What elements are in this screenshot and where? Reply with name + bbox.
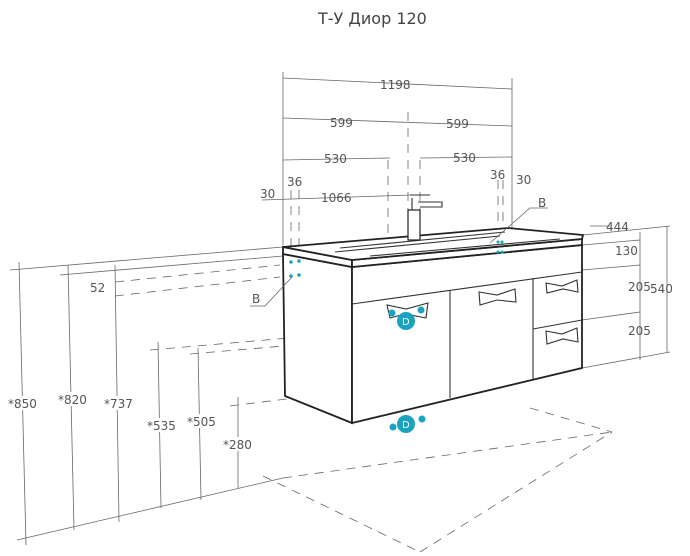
handle-bottom-drawer xyxy=(545,327,579,345)
handle-left-door xyxy=(386,302,429,319)
dim-505: *505 xyxy=(187,415,216,429)
drawing-title: Т-У Диор 120 xyxy=(317,9,427,28)
dim-drawer-upper: 205 xyxy=(628,280,651,294)
dim-body-height: 540 xyxy=(650,282,673,296)
right-dimensions xyxy=(590,225,668,360)
dim-offset-left: 36 xyxy=(287,175,302,189)
dim-half-right: 599 xyxy=(446,117,469,131)
dim-inner-left: 530 xyxy=(324,152,347,166)
handle-top-drawer xyxy=(545,279,579,294)
dim-basin-width: 1066 xyxy=(321,191,352,205)
marker-b-right: B xyxy=(538,196,546,210)
marker-b-left: B xyxy=(252,292,260,306)
handle-center-door xyxy=(478,288,517,306)
dim-depth: 444 xyxy=(606,220,629,234)
dim-offset-right: 36 xyxy=(490,168,505,182)
dim-drawer-lower: 205 xyxy=(628,324,651,338)
svg-text:D: D xyxy=(402,420,410,431)
dim-edge-left: 30 xyxy=(260,187,275,201)
dim-top-height: 130 xyxy=(615,244,638,258)
dim-half-left: 599 xyxy=(330,116,353,130)
dim-inner-right: 530 xyxy=(453,151,476,165)
handles xyxy=(386,279,579,345)
dim-overall-width: 1198 xyxy=(380,78,411,92)
dim-820: *820 xyxy=(58,393,87,407)
dim-535: *535 xyxy=(147,419,176,433)
vanity-cabinet xyxy=(282,227,585,425)
dim-gap-52: 52 xyxy=(90,281,105,295)
dim-850: *850 xyxy=(8,397,37,411)
drain-marker-top: D xyxy=(397,312,415,330)
faucet xyxy=(407,194,443,241)
dim-280: *280 xyxy=(223,438,252,452)
dim-edge-right: 30 xyxy=(516,173,531,187)
drain-marker-bottom: D xyxy=(397,415,415,433)
svg-text:D: D xyxy=(402,317,410,328)
dim-737: *737 xyxy=(104,397,133,411)
mounting-points xyxy=(289,240,504,431)
